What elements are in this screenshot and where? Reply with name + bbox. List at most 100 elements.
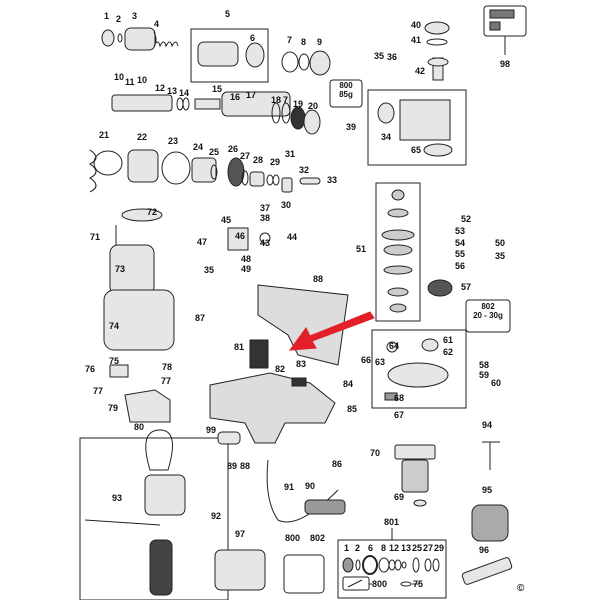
part-label: 67 — [394, 410, 405, 420]
part-label: 91 — [284, 482, 295, 492]
part-label: 2 — [116, 14, 122, 24]
kit-801-item: 25 — [412, 543, 423, 553]
part-label: 62 — [443, 347, 454, 357]
part-5-box — [190, 28, 269, 83]
part-label: 19 — [293, 99, 304, 109]
part-label: 37 — [260, 203, 271, 213]
part-label: 30 — [281, 200, 292, 210]
part-label: 801 — [384, 517, 400, 527]
part-39-box — [367, 89, 467, 166]
part-label: 3 — [132, 11, 138, 21]
part-label: 53 — [455, 226, 466, 236]
part-label: 73 — [115, 264, 126, 274]
part-label: 7 — [287, 35, 293, 45]
part-label: 57 — [461, 282, 472, 292]
part-label: 16 — [230, 92, 241, 102]
part-label: 88 — [240, 461, 251, 471]
part-label: 68 — [394, 393, 405, 403]
part-label: 74 — [109, 321, 120, 331]
kit-801-item: 1 — [344, 543, 350, 553]
kit-800-number: 800 — [339, 81, 353, 90]
part-label: 802 — [310, 533, 326, 543]
part-label: 87 — [195, 313, 206, 323]
part-label: 15 — [212, 84, 223, 94]
part-label: 48 — [241, 254, 252, 264]
part-label: 20 — [308, 101, 319, 111]
part-92-box — [79, 437, 229, 600]
part-label: 18 — [271, 95, 282, 105]
part-label: 35 — [495, 251, 506, 261]
kit-801-item: 13 — [401, 543, 412, 553]
part-66-box — [371, 329, 467, 409]
part-label: 99 — [206, 425, 217, 435]
part-label: 50 — [495, 238, 506, 248]
part-label: 59 — [479, 370, 490, 380]
copyright-mark: © — [517, 583, 525, 594]
part-label: 49 — [241, 264, 252, 274]
part-label: 41 — [411, 35, 422, 45]
part-label: 40 — [411, 20, 422, 30]
part-label: 63 — [375, 357, 386, 367]
part-label: 12 — [155, 83, 166, 93]
part-label: 96 — [479, 545, 490, 555]
part-label: 78 — [162, 362, 173, 372]
part-label: 55 — [455, 249, 466, 259]
kit-802-box — [465, 299, 511, 333]
part-label: 79 — [108, 403, 119, 413]
part-label: 26 — [228, 144, 239, 154]
part-label: 25 — [209, 147, 220, 157]
part-label: 7 — [283, 95, 289, 105]
part-label: 97 — [235, 529, 246, 539]
part-label: 9 — [317, 37, 323, 47]
part-label: 24 — [193, 142, 204, 152]
part-label: 39 — [346, 122, 357, 132]
part-label: 76 — [85, 364, 96, 374]
kit-800-label: 800 85g — [330, 81, 362, 99]
part-label: 61 — [443, 335, 454, 345]
part-label: 81 — [234, 342, 245, 352]
kit-800-box — [329, 79, 363, 108]
part-label: 1 — [104, 11, 110, 21]
part-label: 90 — [305, 481, 316, 491]
part-label: 72 — [147, 207, 158, 217]
part-label: 800 — [285, 533, 301, 543]
part-label: 47 — [197, 237, 208, 247]
part-label: 34 — [381, 132, 392, 142]
part-label: 71 — [90, 232, 101, 242]
part-label: 43 — [260, 238, 271, 248]
part-label: 33 — [327, 175, 338, 185]
part-label: 45 — [221, 215, 232, 225]
part-label: 77 — [161, 376, 172, 386]
part-label: 23 — [168, 136, 179, 146]
part-label: 84 — [343, 379, 354, 389]
kit-802-weight: 20 - 30g — [473, 311, 503, 320]
part-label: 6 — [250, 33, 256, 43]
part-label: 85 — [347, 404, 358, 414]
part-label: 4 — [154, 19, 160, 29]
kit-801-item: 12 — [389, 543, 400, 553]
kit-801-item: 29 — [434, 543, 445, 553]
red-arrow-icon — [288, 311, 375, 351]
part-label: 69 — [394, 492, 405, 502]
part-label: 65 — [411, 145, 422, 155]
part-label: 14 — [179, 88, 190, 98]
part-label: 38 — [260, 213, 271, 223]
kit-801-item: 2 — [355, 543, 361, 553]
part-label: 32 — [299, 165, 310, 175]
part-label: 89 — [227, 461, 238, 471]
part-label: 98 — [500, 59, 511, 69]
part-label: 51 — [356, 244, 367, 254]
part-label: 94 — [482, 420, 493, 430]
part-label: 46 — [235, 231, 246, 241]
part-label: 35 — [374, 51, 385, 61]
part-label: 60 — [491, 378, 502, 388]
part-label: 11 — [125, 77, 135, 87]
part-label: 8 — [301, 37, 307, 47]
part-label: 66 — [361, 355, 372, 365]
part-label: 17 — [246, 90, 257, 100]
part-label: 27 — [240, 151, 251, 161]
part-label: 70 — [370, 448, 381, 458]
kit-801-item: 6 — [368, 543, 374, 553]
